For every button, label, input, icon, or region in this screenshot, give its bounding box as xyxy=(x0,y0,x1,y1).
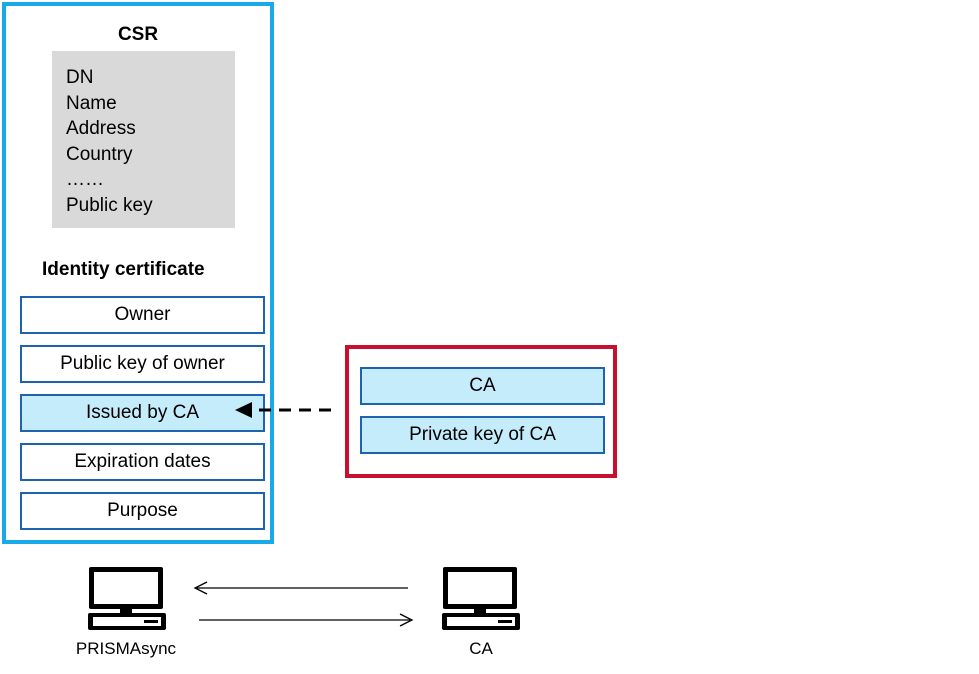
dn-line-name: Name xyxy=(66,92,117,114)
computer-icon xyxy=(442,567,520,630)
arrow-left xyxy=(193,581,408,595)
private-key-of-ca-box: Private key of CA xyxy=(360,416,605,454)
arrow-right xyxy=(199,613,414,627)
dn-box: DN Name Address Country …… Public key xyxy=(52,51,235,228)
dn-line-address: Address xyxy=(66,118,136,140)
csr-panel: CSR DN Name Address Country …… Public ke… xyxy=(2,2,274,544)
dn-line-dn: DN xyxy=(66,67,94,88)
field-expiration-dates: Expiration dates xyxy=(20,443,265,481)
ca-computer-label: CA xyxy=(469,639,493,658)
dn-line-public-key: Public key xyxy=(66,194,153,216)
csr-title: CSR xyxy=(117,24,159,45)
dn-line-country: Country xyxy=(66,143,133,165)
prismasync-label: PRISMAsync xyxy=(75,639,177,658)
field-owner: Owner xyxy=(20,296,265,334)
field-public-key-of-owner: Public key of owner xyxy=(20,345,265,383)
dashed-arrow xyxy=(235,402,331,418)
computer-icon xyxy=(88,567,166,630)
ca-panel: CA Private key of CA xyxy=(345,345,617,478)
field-issued-by-ca: Issued by CA xyxy=(20,394,265,432)
ca-box: CA xyxy=(360,367,605,405)
identity-certificate-title: Identity certificate xyxy=(42,259,205,280)
field-purpose: Purpose xyxy=(20,492,265,530)
dn-line-ellipsis: …… xyxy=(66,169,104,191)
